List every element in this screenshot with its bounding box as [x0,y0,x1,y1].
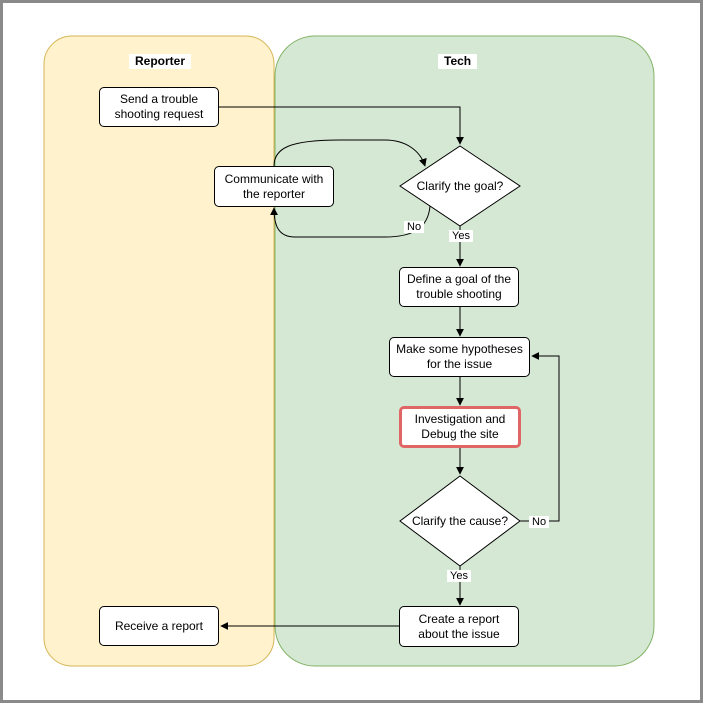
goal-yes-label: Yes [449,230,473,242]
reporter-lane-title: Reporter [129,54,192,69]
clarify-cause-label: Clarify the cause? [411,513,509,528]
send-request-node[interactable]: Send a trouble shooting request [99,87,219,127]
edge-communicate-to-goal [273,139,427,167]
hypotheses-node[interactable]: Make some hypotheses for the issue [389,337,530,377]
tech-lane-title: Tech [438,54,478,69]
define-goal-node[interactable]: Define a goal of the trouble shooting [399,267,519,307]
investigation-node[interactable]: Investigation and Debug the site [399,406,521,448]
edge-request-to-goal [219,106,464,145]
cause-yes-label: Yes [447,570,471,582]
reporter-lane [43,35,275,667]
edge-goal-no-to-communicate [270,205,431,238]
cause-no-label: No [529,516,550,528]
goal-no-label: No [404,221,425,233]
create-report-node[interactable]: Create a report about the issue [399,606,519,647]
receive-report-node[interactable]: Receive a report [99,606,219,646]
clarify-goal-label: Clarify the goal? [416,178,504,193]
communicate-node[interactable]: Communicate with the reporter [214,166,334,207]
